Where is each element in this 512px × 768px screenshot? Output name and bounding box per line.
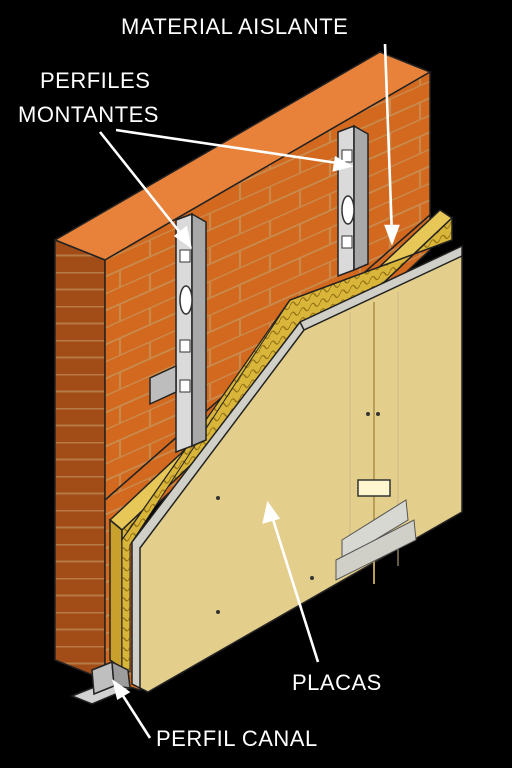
perfiles-montantes-label-line2: MONTANTES — [18, 102, 159, 127]
material-aislante-label: MATERIAL AISLANTE — [121, 14, 349, 39]
perfil-canal-label: PERFIL CANAL — [156, 726, 318, 751]
plasterboard-icon — [131, 244, 463, 693]
perfiles-montantes-label-line1: PERFILES — [40, 68, 151, 93]
leader-lines — [98, 43, 400, 739]
placas-label: PLACAS — [292, 670, 382, 695]
metal-stud-icon — [149, 124, 369, 454]
